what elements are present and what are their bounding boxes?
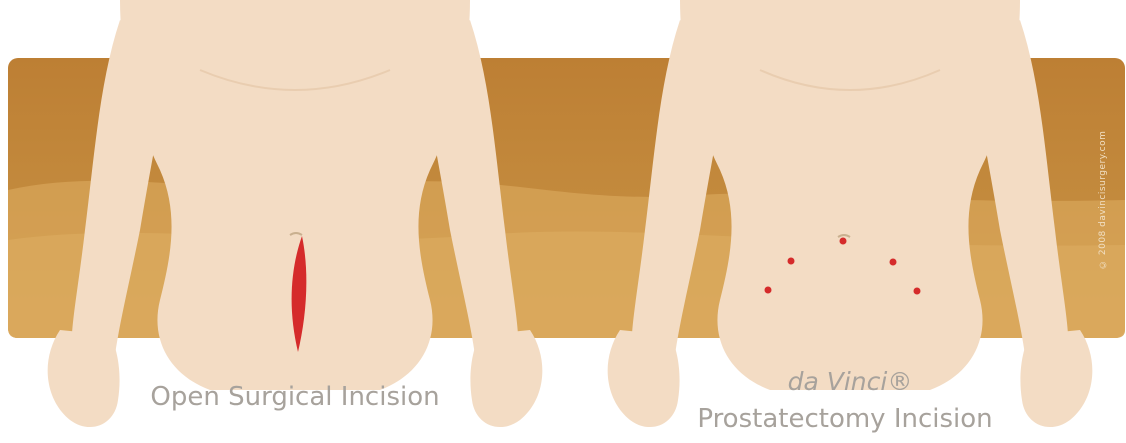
port-incision	[890, 259, 897, 266]
open-surgical-caption: Open Surgical Incision	[130, 380, 460, 414]
left-torso-figure	[48, 0, 543, 427]
port-incision	[765, 287, 772, 294]
right-torso-figure	[608, 0, 1093, 427]
davinci-caption-brand: da Vinci®	[700, 365, 1000, 399]
port-incision	[840, 238, 847, 245]
port-incision	[914, 288, 921, 295]
port-incision	[788, 258, 795, 265]
copyright-notice: © 2008 davincisurgery.com	[1098, 70, 1120, 330]
davinci-caption-procedure: Prostatectomy Incision	[680, 402, 1010, 436]
